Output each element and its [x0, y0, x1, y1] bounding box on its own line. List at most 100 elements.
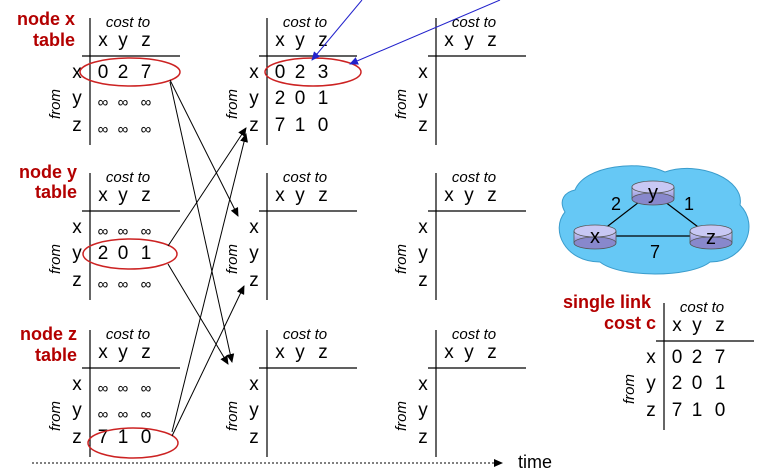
table-cell: ∞ — [98, 121, 109, 138]
row-label: y — [72, 88, 82, 109]
table-cell: 1 — [141, 243, 152, 264]
arrow-y-to-x — [167, 127, 247, 247]
row-label: z — [249, 427, 259, 448]
table-cell: 0 — [318, 115, 329, 136]
table-cell: 0 — [141, 427, 152, 448]
edge-cost-y-z: 1 — [684, 194, 694, 214]
from-label: from — [621, 374, 638, 404]
column-header: x — [444, 342, 454, 363]
table-cell: 0 — [692, 373, 703, 394]
column-header: z — [487, 185, 497, 206]
router-y — [631, 180, 675, 206]
table-cell: 7 — [672, 400, 683, 421]
row-label: z — [72, 270, 82, 291]
highlight-ellipse-z-initial — [87, 427, 179, 459]
column-header: z — [141, 30, 151, 51]
column-header: y — [118, 342, 128, 363]
row-label: y — [72, 400, 82, 421]
from-label: from — [224, 401, 241, 431]
column-header: x — [444, 30, 454, 51]
table-cell: 1 — [692, 400, 703, 421]
column-header: y — [295, 342, 305, 363]
from-label: from — [393, 401, 410, 431]
row-label: x — [72, 374, 82, 395]
column-header: x — [672, 315, 682, 336]
column-header: y — [692, 315, 702, 336]
table-cell: 7 — [98, 427, 109, 448]
highlight-ellipse-y-initial — [82, 238, 178, 270]
row-label: x — [72, 62, 82, 83]
table-cell: 2 — [295, 62, 306, 83]
table-cell: 2 — [692, 347, 703, 368]
column-header: x — [444, 185, 454, 206]
column-header: z — [141, 342, 151, 363]
node-y-title-line2: table — [35, 182, 77, 202]
row-label: x — [249, 217, 259, 238]
cost-to-label: cost to — [452, 326, 496, 343]
computation-arrow-2 — [349, 0, 501, 65]
router-z — [689, 224, 733, 250]
arrow-x-to-z — [169, 81, 235, 363]
column-header: y — [118, 30, 128, 51]
row-label: z — [72, 115, 82, 136]
single-link-title-line2: cost c — [604, 313, 656, 333]
row-label: z — [418, 270, 428, 291]
row-label: x — [418, 217, 428, 238]
table-cell: ∞ — [118, 94, 129, 111]
cost-to-label: cost to — [452, 169, 496, 186]
row-label: y — [646, 373, 656, 394]
row-label: z — [249, 115, 259, 136]
row-label: x — [72, 217, 82, 238]
from-label: from — [224, 244, 241, 274]
table-cell: 3 — [318, 62, 329, 83]
table-cell: 2 — [275, 88, 286, 109]
edge-cost-x-y: 2 — [611, 194, 621, 214]
table-cell: ∞ — [141, 380, 152, 397]
table-cell: 7 — [275, 115, 286, 136]
from-label: from — [224, 89, 241, 119]
column-header: y — [118, 185, 128, 206]
row-label: y — [418, 243, 428, 264]
column-header: y — [295, 30, 305, 51]
table-cell: ∞ — [98, 223, 109, 240]
table-cell: ∞ — [141, 276, 152, 293]
table-cell: 0 — [295, 88, 306, 109]
highlight-ellipse-x-initial — [79, 57, 181, 87]
cost-to-label: cost to — [283, 326, 327, 343]
single-link-title-line1: single link — [563, 292, 652, 312]
column-header: x — [275, 342, 285, 363]
column-header: y — [464, 342, 474, 363]
row-label: z — [418, 427, 428, 448]
row-label: x — [418, 62, 428, 83]
column-header: y — [464, 185, 474, 206]
node-y-title-line1: node y — [19, 162, 77, 182]
column-header: y — [295, 185, 305, 206]
table-cell: 7 — [141, 62, 152, 83]
row-label: z — [72, 427, 82, 448]
table-cell: ∞ — [141, 406, 152, 423]
cost-to-label: cost to — [283, 14, 327, 31]
column-header: z — [487, 30, 497, 51]
node-x-title-line1: node x — [17, 9, 75, 29]
table-cell: ∞ — [141, 121, 152, 138]
row-label: y — [418, 400, 428, 421]
time-label: time — [518, 452, 552, 468]
table-cell: 0 — [672, 347, 683, 368]
row-label: x — [418, 374, 428, 395]
column-header: x — [98, 185, 108, 206]
row-label: z — [249, 270, 259, 291]
table-cell: 1 — [318, 88, 329, 109]
row-label: x — [646, 347, 656, 368]
arrow-y-to-z — [167, 263, 229, 365]
computation-arrow-1 — [311, 0, 363, 61]
table-cell: 1 — [295, 115, 306, 136]
column-header: z — [487, 342, 497, 363]
arrow-z-to-y — [171, 285, 245, 437]
graph-node-z-label: z — [706, 227, 716, 249]
edge-cost-x-z: 7 — [650, 242, 660, 262]
from-label: from — [47, 89, 64, 119]
